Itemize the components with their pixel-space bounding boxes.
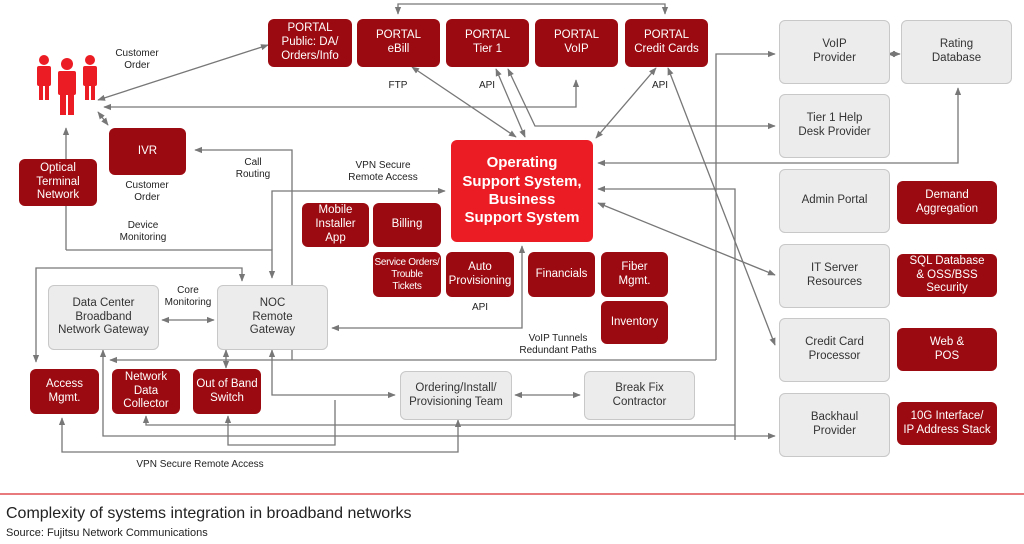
tag-sql-security: SQL Database & OSS/BSS Security [897,254,997,297]
module-service-orders: Service Orders/ Trouble Tickets [373,252,441,297]
ordering-install-team: Ordering/Install/ Provisioning Team [400,371,512,420]
module-auto-provisioning: Auto Provisioning [446,252,514,297]
module-financials: Financials [528,252,595,297]
portal-public: PORTAL Public: DA/ Orders/Info [268,19,352,67]
voip-provider: VoIP Provider [779,20,890,84]
label-vpn-top: VPN Secure Remote Access [348,160,418,183]
caption-source: Source: Fujitsu Network Communications [6,527,208,539]
module-billing: Billing [373,203,441,247]
connector-tier1-helpdesk [507,68,776,130]
optical-terminal-network: Optical Terminal Network [19,159,97,206]
connector-credit-oss [595,67,657,139]
break-fix-contractor: Break Fix Contractor [584,371,695,420]
ivr-node: IVR [109,128,186,175]
label-customer-order-ivr: Customer Order [125,180,169,203]
label-vpn-bottom: VPN Secure Remote Access [136,459,264,470]
tag-demand-aggregation: Demand Aggregation [897,181,997,224]
label-api-credit: API [651,80,669,91]
connector-backhaul [99,349,776,440]
caption-title: Complexity of systems integration in bro… [6,505,412,522]
connector-ebill-creditcards [394,3,669,15]
connector-noc-ordering [268,349,396,399]
connector-oss-itserver [597,202,776,276]
module-inventory: Inventory [601,301,668,344]
connector-ebill-oss [411,66,517,138]
connector-vpn-access [58,417,462,453]
label-customer-order-top: Customer Order [115,48,159,71]
connector-access-noc [32,267,246,363]
portal-tier1: PORTAL Tier 1 [446,19,529,67]
tier1-helpdesk-provider: Tier 1 Help Desk Provider [779,94,890,158]
connector-rating-oss [597,87,962,167]
out-of-band-switch: Out of Band Switch [193,369,261,414]
connector-credit-processor [667,67,776,346]
label-api-tier1: API [478,80,496,91]
oss-bss-core: Operating Support System, Business Suppo… [451,140,593,242]
backhaul-provider: Backhaul Provider [779,393,890,457]
connector-vpn-oss [271,187,446,250]
connector-device-monitoring [66,249,276,279]
label-device-monitoring: Device Monitoring [119,220,167,243]
label-api-provisioning: API [471,302,489,313]
portal-voip: PORTAL VoIP [535,19,618,67]
data-center-gateway: Data Center Broadband Network Gateway [48,285,159,350]
network-data-collector: Network Data Collector [112,369,180,414]
rating-database: Rating Database [901,20,1012,84]
tag-10g-interface: 10G Interface/ IP Address Stack [897,402,997,445]
connector-oss-noc [331,245,526,332]
people-icon [37,55,97,115]
portal-credit-cards: PORTAL Credit Cards [625,19,708,67]
it-server-resources: IT Server Resources [779,244,890,308]
credit-card-processor: Credit Card Processor [779,318,890,382]
label-core-monitoring: Core Monitoring [164,285,212,308]
caption-divider [0,493,1024,495]
admin-portal: Admin Portal [779,169,890,233]
access-mgmt: Access Mgmt. [30,369,99,414]
module-fiber-mgmt: Fiber Mgmt. [601,252,668,297]
label-voip-tunnels: VoIP Tunnels Redundant Paths [519,333,597,356]
label-call-routing: Call Routing [235,157,271,180]
module-mobile-installer: Mobile Installer App [302,203,369,247]
label-ftp: FTP [388,80,408,91]
tag-web-pos: Web & POS [897,328,997,371]
customers-group [34,54,100,120]
noc-remote-gateway: NOC Remote Gateway [217,285,328,350]
connector-voip-customers [103,79,580,111]
portal-ebill: PORTAL eBill [357,19,440,67]
connector-customers-ivr [97,111,109,126]
connector-to-voip-provider [715,50,776,360]
